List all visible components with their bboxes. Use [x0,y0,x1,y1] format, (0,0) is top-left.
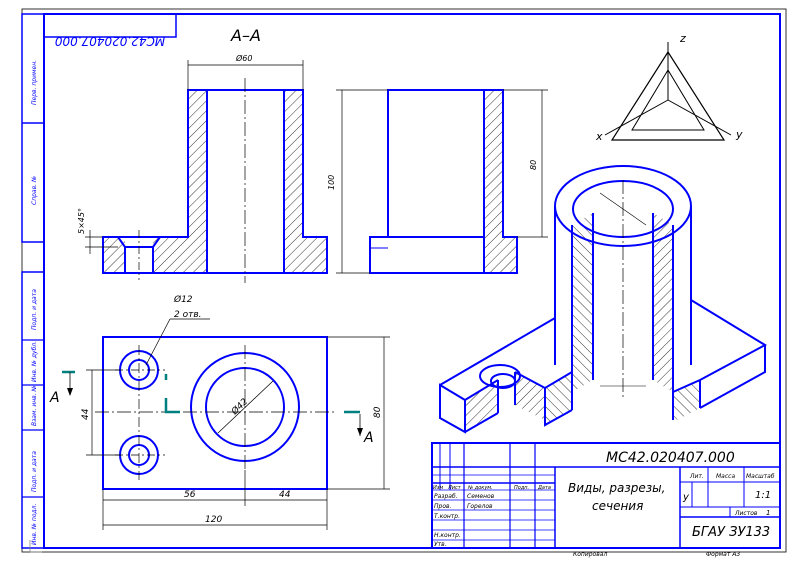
dim-offset-left: 56 [184,490,196,500]
svg-text:МС42.020407.000: МС42.020407.000 [54,34,165,48]
tb-lit-value: у [682,492,690,503]
tb-name-razrab: Семенов [467,493,495,500]
side-view: 100 80 [327,89,548,274]
dim-chamfer: 5×45° [77,208,86,234]
tb-sheet-label: Листов [734,510,758,517]
dim-overall-height: 100 [327,175,336,190]
tb-copied: Копировал [573,551,607,558]
tb-title-line2: сечения [592,499,643,513]
stamp-sign-date-1: Подп. и дата [31,289,38,330]
dim-bore-diameter: Ø42 [229,396,251,418]
dim-offset-right: 44 [279,490,291,500]
tb-lit-label: Лит. [689,473,704,480]
dim-hole-count: 2 отв. [174,310,202,320]
tb-row-nkontr: Н.контр. [434,532,461,539]
origin-marker [29,540,42,553]
tb-col-sign: Подп. [514,485,529,491]
tb-col-doc: № докум. [467,485,493,491]
tb-col-date: Дата [537,485,551,491]
tb-format: Формат А3 [706,551,740,558]
stamp-replace-inv: Взам. инв. № [31,385,38,426]
cut-label-left: А [49,390,60,406]
tb-scale-label: Масштаб [746,473,775,480]
tb-designation: МС42.020407.000 [606,450,735,466]
axis-y-label: y [735,128,743,141]
tb-scale-value: 1:1 [755,490,771,501]
tb-title-line1: Виды, разрезы, [568,481,665,495]
tb-name-prov: Горелов [467,503,493,510]
axonometric-axes: z x y [595,32,743,143]
dim-plate-height: 80 [373,406,383,418]
tb-row-prov: Пров. [434,503,452,510]
tb-row-tkontr: Т.контр. [434,513,460,520]
tb-organization: БГАУ ЗУ133 [692,525,770,540]
tb-col-list: Лист [447,485,462,491]
top-view: Ø42 Ø12 2 отв. 44 80 56 44 120 А А [49,294,390,530]
dim-top-diameter: Ø60 [235,53,252,63]
dim-hole-diameter: Ø12 [173,294,193,305]
stamp-sign-date-2: Подп. и дата [31,451,38,492]
cut-label-right: А [363,430,374,446]
tb-mass-label: Масса [716,473,735,480]
tb-col-izm: Изм [433,485,443,491]
section-label: А–А [230,26,261,45]
tb-row-razrab: Разраб. [434,493,458,500]
axis-x-label: x [595,130,603,143]
side-stamp-strip: Перв. примен. Справ. № Подп. и дата Инв.… [21,13,45,549]
stamp-dup-inv: Инв. № дубл. [31,341,38,382]
front-section-view: Ø60 5×45° [77,53,328,283]
axis-z-label: z [679,32,686,45]
title-block: МС42.020407.000 Виды, разрезы, сечения И… [431,442,781,558]
tb-row-utv: Утв. [434,541,447,548]
tb-sheet-count: 1 [766,509,770,517]
dim-inner-height: 80 [529,160,538,170]
stamp-reference: Справ. № [31,176,38,205]
isometric-view [439,165,768,434]
stamp-orig-inv: Инв. № подл. [31,504,38,545]
dim-plate-width: 120 [205,515,222,525]
mirrored-designation: МС42.020407.000 [43,13,177,48]
dim-hole-spacing: 44 [81,408,91,420]
stamp-first-use: Перв. примен. [31,60,38,105]
